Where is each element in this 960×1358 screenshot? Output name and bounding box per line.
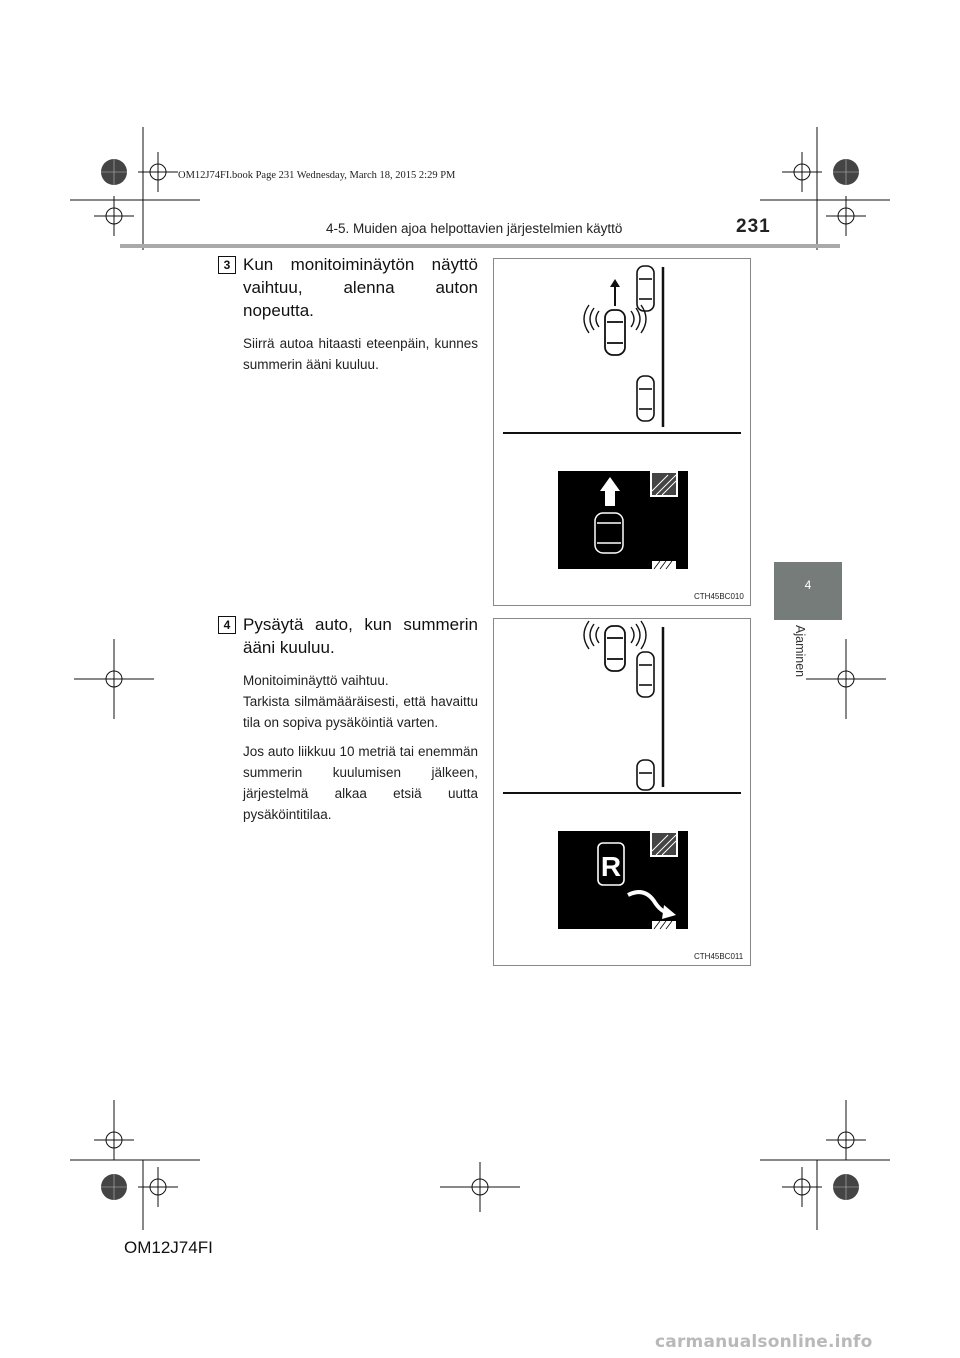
step-instruction: Pysäytä auto, kun summerin ääni kuuluu. xyxy=(243,615,478,657)
step-block: Kun monitoiminäytön näyttö vaihtuu, alen… xyxy=(243,253,478,383)
parked-car-icon xyxy=(636,375,655,422)
parked-car-icon xyxy=(636,651,655,698)
step-detail: Tarkista silmämääräisesti, että havaittu… xyxy=(243,694,478,730)
parked-car-icon xyxy=(636,265,655,312)
header-rule xyxy=(120,244,840,248)
step-detail: Siirrä autoa hitaasti eteenpäin, kunnes … xyxy=(243,336,478,372)
step-instruction: Kun monitoiminäytön näyttö vaihtuu, alen… xyxy=(243,255,478,320)
step-block: Pysäytä auto, kun summerin ääni kuuluu. … xyxy=(243,613,478,833)
arrow-up-icon xyxy=(600,477,620,506)
page-number: 231 xyxy=(736,216,771,237)
sensor-waves-icon xyxy=(583,304,647,334)
chapter-tab-number: 4 xyxy=(804,578,812,592)
vehicle-icon xyxy=(604,625,626,672)
step-number-badge: 4 xyxy=(218,616,236,634)
parking-illustration: CTH45BC010 xyxy=(503,265,744,601)
parking-figure: R CTH45BC011 xyxy=(493,618,751,966)
step-detail: Monitoiminäyttö vaihtuu. xyxy=(243,673,389,688)
forward-arrow-icon xyxy=(610,279,620,306)
vehicle-icon xyxy=(604,309,626,356)
sensor-waves-icon xyxy=(583,620,647,650)
multi-information-display xyxy=(558,471,688,570)
manual-code: OM12J74FI xyxy=(124,1238,213,1257)
parked-car-icon xyxy=(636,759,655,791)
parking-figure: CTH45BC010 xyxy=(493,258,751,606)
step-number-badge: 3 xyxy=(218,256,236,274)
figure-code: CTH45BC010 xyxy=(694,592,744,601)
watermark: carmanualsonline.info xyxy=(655,1332,873,1352)
reverse-gear-icon: R xyxy=(597,842,625,886)
parking-illustration: R CTH45BC011 xyxy=(503,620,744,961)
step-detail: Jos auto liikkuu 10 metriä tai enemmän s… xyxy=(243,744,478,822)
display-car-icon xyxy=(594,512,624,554)
section-title: 4-5. Muiden ajoa helpottavien järjestelm… xyxy=(326,221,623,236)
book-stamp: OM12J74FI.book Page 231 Wednesday, March… xyxy=(178,170,456,181)
figure-code: CTH45BC011 xyxy=(694,952,744,961)
chapter-tab: 4 xyxy=(774,562,842,620)
svg-text:R: R xyxy=(601,851,621,882)
path-arrow-icon xyxy=(627,890,676,919)
crosshair-icon xyxy=(74,152,886,1212)
multi-information-display: R xyxy=(558,831,688,930)
chapter-label: Ajaminen xyxy=(793,625,807,678)
